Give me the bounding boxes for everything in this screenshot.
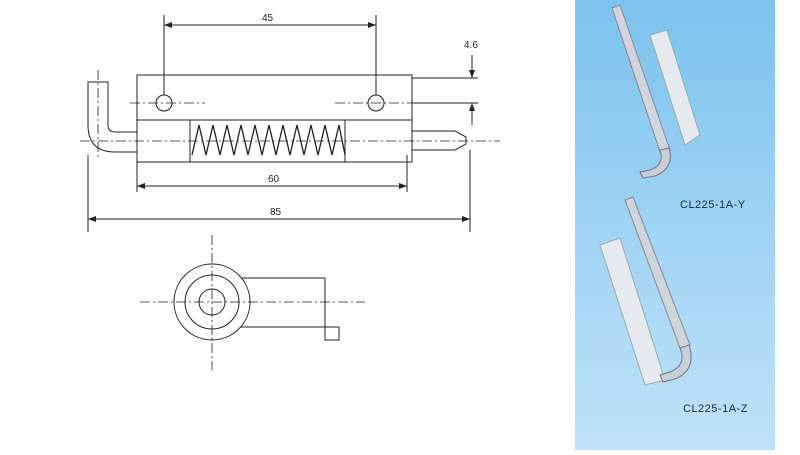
- product-label-y: CL225-1A-Y: [680, 199, 746, 211]
- spring: [191, 124, 346, 156]
- product-photo-y: [611, 4, 701, 179]
- technical-drawing: 45 4.6 60 85: [80, 13, 500, 370]
- top-view: [80, 15, 500, 232]
- dim-plate-length: 60: [268, 174, 280, 185]
- dim-offset: 4.6: [464, 40, 478, 51]
- dim-overall-length: 85: [270, 207, 282, 218]
- product-photo-z: [599, 196, 692, 386]
- dim-hole-spacing: 45: [262, 13, 274, 24]
- product-label-z: CL225-1A-Z: [683, 403, 748, 415]
- product-photo-panel: [575, 0, 775, 450]
- product-photos: [599, 4, 701, 386]
- end-view: [140, 235, 365, 370]
